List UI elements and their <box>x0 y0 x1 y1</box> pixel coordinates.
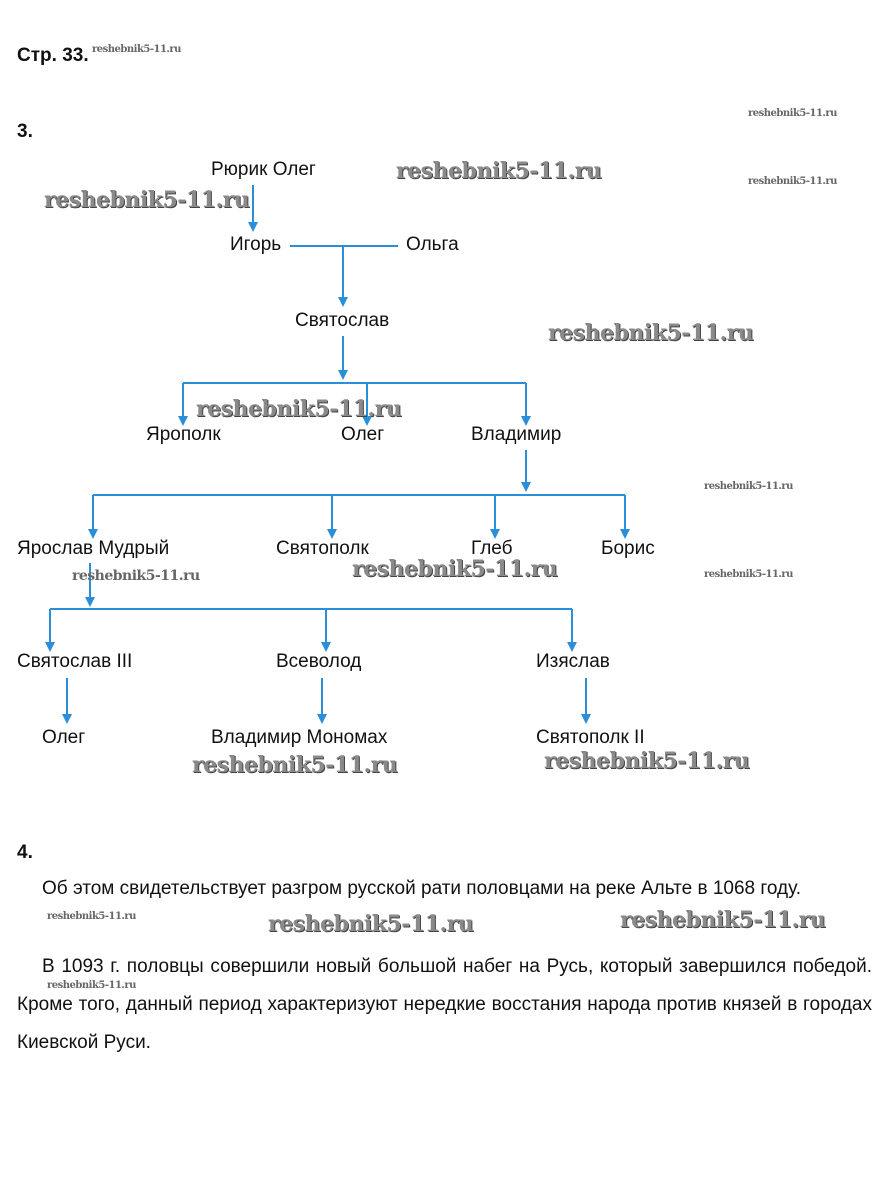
watermark: reshebnik5-11.ru <box>396 158 602 184</box>
node-izyaslav: Изяслав <box>536 651 610 672</box>
arrow-igor-svyatoslav <box>290 245 398 305</box>
watermark: reshebnik5-11.ru <box>704 481 793 492</box>
node-olga: Ольга <box>406 234 459 255</box>
family-tree-lines <box>45 185 630 724</box>
arrows-yaroslav-sons <box>49 563 573 648</box>
watermark: reshebnik5-11.ru <box>72 568 200 584</box>
node-svyatoslav: Святослав <box>295 310 390 331</box>
watermark: reshebnik5-11.ru <box>47 980 136 991</box>
watermark: reshebnik5-11.ru <box>196 396 402 422</box>
task-4-number: 4. <box>17 842 33 863</box>
watermark: reshebnik5-11.ru <box>548 320 754 346</box>
node-rurik-oleg: Рюрик Олег <box>211 159 316 180</box>
node-vsevolod: Всеволод <box>276 651 362 672</box>
node-svyatopolk: Святополк <box>276 538 369 559</box>
task-3-number: 3. <box>17 121 33 142</box>
watermark: reshebnik5-11.ru <box>748 176 837 187</box>
answer-paragraph-2: В 1093 г. половцы совершили новый большо… <box>17 956 872 1053</box>
watermark: reshebnik5-11.ru <box>192 752 398 778</box>
node-svyatopolk-2: Святополк II <box>536 727 645 748</box>
node-boris: Борис <box>601 538 655 559</box>
node-svyatoslav-3: Святослав III <box>17 651 133 672</box>
node-gleb: Глеб <box>471 538 513 559</box>
watermark: reshebnik5-11.ru <box>92 44 181 55</box>
arrows-svyatoslav-sons <box>182 336 527 422</box>
node-oleg: Олег <box>341 424 385 445</box>
watermark: reshebnik5-11.ru <box>544 748 750 774</box>
watermark: reshebnik5-11.ru <box>704 569 793 580</box>
watermark: reshebnik5-11.ru <box>44 187 250 213</box>
node-yaropolk: Ярополк <box>146 424 221 445</box>
node-igor: Игорь <box>230 234 282 255</box>
arrowheads <box>45 222 630 724</box>
node-yaroslav: Ярослав Мудрый <box>17 538 170 559</box>
answer-paragraph-1: Об этом свидетельствует разгром русской … <box>42 878 802 899</box>
arrows-vladimir-sons <box>92 450 626 535</box>
page-header: Стр. 33. <box>17 45 89 66</box>
watermark: reshebnik5-11.ru <box>620 907 826 933</box>
watermark: reshebnik5-11.ru <box>268 911 474 937</box>
watermark: reshebnik5-11.ru <box>748 108 837 119</box>
node-monomakh: Владимир Мономах <box>211 727 388 748</box>
node-oleg-2: Олег <box>42 727 86 748</box>
arrows-grandsons <box>66 678 587 720</box>
watermark: reshebnik5-11.ru <box>47 911 136 922</box>
node-vladimir: Владимир <box>471 424 562 445</box>
watermark: reshebnik5-11.ru <box>352 556 558 582</box>
